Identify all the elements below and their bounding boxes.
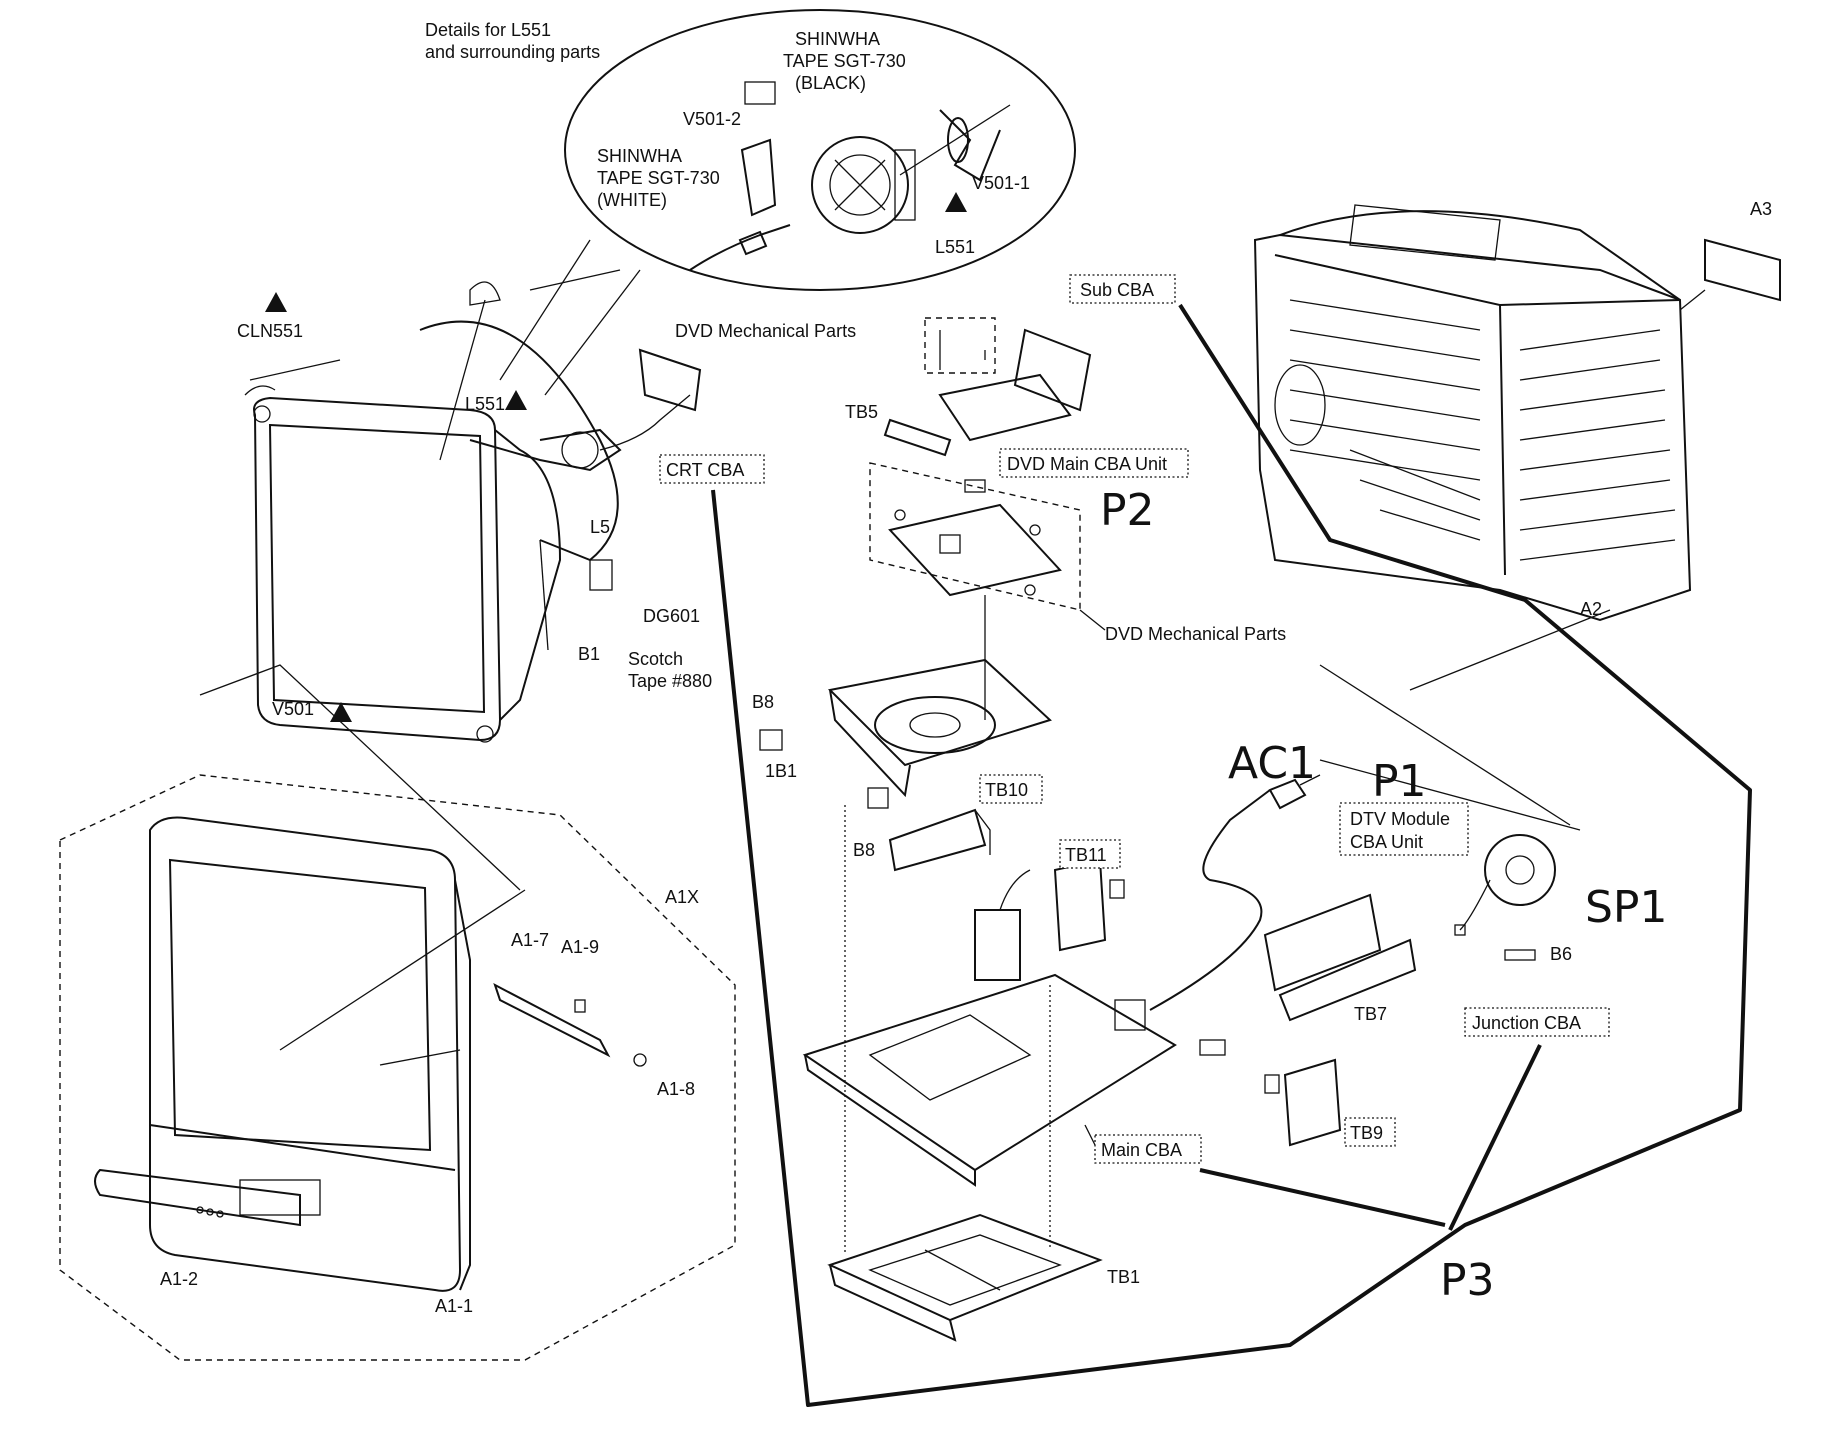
label-v501-2: V501-2 [683,109,741,129]
label-p3: P3 [1440,1255,1495,1306]
rear-cabinet-a2 [1253,204,1781,826]
label-p2: P2 [1100,485,1155,536]
junction-cba-box [1464,1007,1610,1037]
tb10-box [979,774,1043,804]
main-chassis [802,805,1342,1342]
p3-boundary [711,303,1752,1407]
label-a2: A2 [1580,599,1602,619]
label-tape-white-2: TAPE SGT-730 [597,168,720,188]
dtv-box [1339,802,1469,856]
main-cba-box [1094,1134,1202,1164]
warning-icon [945,192,967,212]
detail-callout-l551 [499,9,1076,396]
label-a3: A3 [1750,199,1772,219]
label-tape-black-2: TAPE SGT-730 [783,51,906,71]
label-tb7: TB7 [1354,1004,1387,1024]
label-p1: P1 [1372,756,1427,807]
label-1b1: 1B1 [765,761,797,781]
label-v501: V501 [272,699,314,719]
label-tb10: TB10 [985,780,1028,800]
dvd-assembly [759,317,1092,872]
crt-cba-box [659,454,765,484]
label-tb1: TB1 [1107,1267,1140,1287]
label-cln551: CLN551 [237,321,303,341]
label-junction-cba: Junction CBA [1472,1013,1581,1033]
label-a1-2: A1-2 [160,1269,198,1289]
label-dvd-mech-top: DVD Mechanical Parts [675,321,856,341]
p3-pointer-junction [1448,1044,1542,1231]
label-details-2: and surrounding parts [425,42,600,62]
label-b8-top: B8 [752,692,774,712]
label-a1-1: A1-1 [435,1296,473,1316]
label-tb9: TB9 [1350,1123,1383,1143]
label-tape-black-1: SHINWHA [795,29,880,49]
warning-icon [505,390,527,410]
label-ac1: AC1 [1228,738,1316,789]
label-crt-cba: CRT CBA [666,460,744,480]
label-dtv-2: CBA Unit [1350,832,1423,852]
label-tape-white-3: (WHITE) [597,190,667,210]
label-a1-8: A1-8 [657,1079,695,1099]
label-sp1: SP1 [1585,882,1667,933]
dvd-main-cba-box [999,448,1189,478]
label-l551: L551 [465,394,505,414]
label-tape-white-1: SHINWHA [597,146,682,166]
ac-cord-dtv-speaker [1149,759,1581,1022]
label-a1-7: A1-7 [511,930,549,950]
label-a1x: A1X [665,887,699,907]
sub-cba-box [1069,274,1176,304]
label-l551-detail: L551 [935,237,975,257]
p3-pointer-main [1199,1168,1446,1227]
label-scotch-2: Tape #880 [628,671,712,691]
label-b1: B1 [578,644,600,664]
label-tb11: TB11 [1065,845,1107,865]
label-main-cba: Main CBA [1101,1140,1182,1160]
label-dtv-1: DTV Module [1350,809,1450,829]
warning-icon [265,292,287,312]
label-b6: B6 [1550,944,1572,964]
label-dg601: DG601 [643,606,700,626]
front-cabinet-a1x [59,774,736,1361]
label-l5: L5 [590,517,610,537]
label-tb5: TB5 [845,402,878,422]
label-details-1: Details for L551 [425,20,551,40]
tb9-box [1344,1117,1396,1147]
label-dvd-mech-bottom: DVD Mechanical Parts [1105,624,1286,644]
label-dvd-main-cba: DVD Main CBA Unit [1007,454,1167,474]
label-scotch-1: Scotch [628,649,683,669]
label-sub-cba: Sub CBA [1080,280,1154,300]
label-tape-black-3: (BLACK) [795,73,866,93]
label-b8-bottom: B8 [853,840,875,860]
tb11-box [1059,839,1121,869]
label-v501-1: V501-1 [972,173,1030,193]
label-a1-9: A1-9 [561,937,599,957]
